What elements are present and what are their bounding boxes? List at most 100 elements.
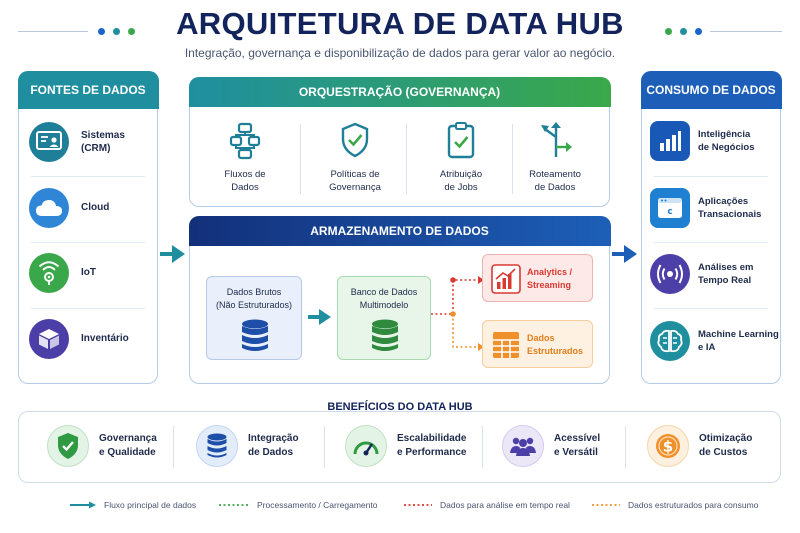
multimodel-db-label: Banco de Dados Multimodelo xyxy=(350,287,418,311)
legend-label: Dados estruturados para consumo xyxy=(628,500,759,510)
bar-chart-icon xyxy=(650,121,690,161)
shield-check-icon xyxy=(341,122,369,158)
source-label: Cloud xyxy=(81,202,110,214)
orchestration-label: Fluxos de Dados xyxy=(224,169,266,194)
cloud-icon xyxy=(29,188,69,228)
orchestration-label: Políticas de Governança xyxy=(329,169,381,194)
processing-arrow xyxy=(308,309,331,325)
broadcast-icon xyxy=(650,254,690,294)
orchestration-item-jobs: Atribuição de Jobs xyxy=(408,118,514,210)
header-divider-right xyxy=(710,31,782,32)
consumption-item-realtime: Análises em Tempo Real xyxy=(650,245,782,303)
consumption-panel-title: CONSUMO DE DADOS xyxy=(640,70,782,109)
svg-text:$: $ xyxy=(663,438,673,456)
multimodel-db-box: Banco de Dados Multimodelo xyxy=(337,276,431,360)
source-label: IoT xyxy=(81,267,96,279)
divider xyxy=(324,426,325,468)
app-window-icon: c xyxy=(650,188,690,228)
benefit-label: Integração de Dados xyxy=(248,433,299,458)
header-dot xyxy=(113,28,120,35)
benefit-item-governance: Governança e Qualidade xyxy=(47,412,157,480)
users-icon xyxy=(502,425,544,467)
analytics-streaming-box: Analytics / Streaming xyxy=(482,254,593,302)
legend-label: Fluxo principal de dados xyxy=(104,500,197,510)
benefit-item-integration: Integração de Dados xyxy=(196,412,299,480)
benefits-title: BENEFÍCIOS DO DATA HUB xyxy=(327,401,473,413)
svg-text:c: c xyxy=(667,207,672,217)
orchestration-item-flows: Fluxos de Dados xyxy=(192,118,298,210)
benefit-label: Otimização de Custos xyxy=(699,433,753,458)
header-dot xyxy=(665,28,672,35)
source-item-cloud: Cloud xyxy=(29,180,165,236)
divider xyxy=(482,426,483,468)
database-icon xyxy=(196,425,238,467)
realtime-legend-line xyxy=(404,504,432,506)
header-dot xyxy=(680,28,687,35)
analytics-streaming-label: Analytics / Streaming xyxy=(527,267,573,291)
benefit-item-costs: $ Otimização de Custos xyxy=(647,412,752,480)
source-item-inventory: Inventário xyxy=(29,311,165,367)
orchestration-label: Atribuição de Jobs xyxy=(439,169,483,194)
consumption-item-apps: c Aplicações Transacionais xyxy=(650,179,782,237)
consumption-label: Inteligência de Negócios xyxy=(698,128,755,153)
divider xyxy=(654,176,768,177)
consumption-item-bi: Inteligência de Negócios xyxy=(650,112,782,170)
main-flow-legend-arrow xyxy=(70,501,96,509)
orchestration-item-routing: Roteamento de Dados xyxy=(502,118,608,210)
page-subtitle: Integração, governança e disponibilizaçã… xyxy=(184,46,616,60)
main-flow-arrow xyxy=(612,245,637,263)
database-icon xyxy=(372,319,398,351)
page-title: ARQUITETURA DE DATA HUB xyxy=(176,6,624,41)
raw-data-box: Dados Brutos (Não Estruturados) xyxy=(206,276,302,360)
clipboard-check-icon xyxy=(447,122,475,159)
structured-data-box: Dados Estruturados xyxy=(482,320,593,368)
benefits-panel: Governança e Qualidade Integração de Dad… xyxy=(18,411,781,483)
shield-check-icon xyxy=(47,425,89,467)
bar-chart-icon xyxy=(491,264,521,294)
processing-legend-line xyxy=(219,504,249,506)
gauge-icon xyxy=(345,425,387,467)
consumption-item-ml: Machine Learning e IA xyxy=(650,312,782,370)
structured-data-label: Dados Estruturados xyxy=(527,333,584,357)
table-grid-icon xyxy=(493,332,519,358)
header-dot xyxy=(695,28,702,35)
divider xyxy=(300,124,301,194)
legend-processing: Processamento / Carregamento xyxy=(219,498,377,512)
sources-panel-title: FONTES DE DADOS xyxy=(17,70,159,109)
crm-system-icon xyxy=(29,122,69,162)
benefit-label: Escalabilidade e Performance xyxy=(397,433,467,458)
benefit-item-scalability: Escalabilidade e Performance xyxy=(345,412,466,480)
divider xyxy=(625,426,626,468)
legend-structured: Dados estruturados para consumo xyxy=(592,498,758,512)
benefit-label: Governança e Qualidade xyxy=(99,433,157,458)
database-icon xyxy=(242,319,268,351)
source-item-iot: IoT xyxy=(29,245,165,301)
data-flow-icon xyxy=(229,122,261,160)
main-flow-arrow xyxy=(160,245,185,263)
divider xyxy=(31,176,145,177)
consumption-label: Análises em Tempo Real xyxy=(698,261,754,286)
header-dot xyxy=(128,28,135,35)
divider xyxy=(406,124,407,194)
structured-legend-line xyxy=(592,504,620,506)
divider xyxy=(31,242,145,243)
raw-data-label: Dados Brutos (Não Estruturados) xyxy=(215,287,293,311)
orchestration-item-policies: Políticas de Governança xyxy=(302,118,408,210)
storage-panel-title: ARMAZENAMENTO DE DADOS xyxy=(188,215,611,246)
orchestration-panel-title: ORQUESTRAÇÃO (GOVERNANÇA) xyxy=(188,76,611,107)
benefit-label: Acessível e Versátil xyxy=(554,433,601,458)
iot-sensor-icon xyxy=(29,253,69,293)
divider xyxy=(512,124,513,194)
consumption-panel: CONSUMO DE DADOS Inteligência de Negócio… xyxy=(640,70,782,384)
orchestration-label: Roteamento de Dados xyxy=(529,169,581,194)
header-divider-left xyxy=(18,31,88,32)
legend-realtime: Dados para análise em tempo real xyxy=(404,498,570,512)
sources-panel: FONTES DE DADOS Sistemas (CRM) Cloud IoT… xyxy=(17,70,159,384)
routing-arrows-icon xyxy=(541,122,572,157)
header-dot xyxy=(98,28,105,35)
source-label: Inventário xyxy=(81,333,129,345)
legend-label: Processamento / Carregamento xyxy=(257,500,378,510)
source-label: Sistemas (CRM) xyxy=(81,129,125,155)
divider xyxy=(31,308,145,309)
divider xyxy=(654,242,768,243)
